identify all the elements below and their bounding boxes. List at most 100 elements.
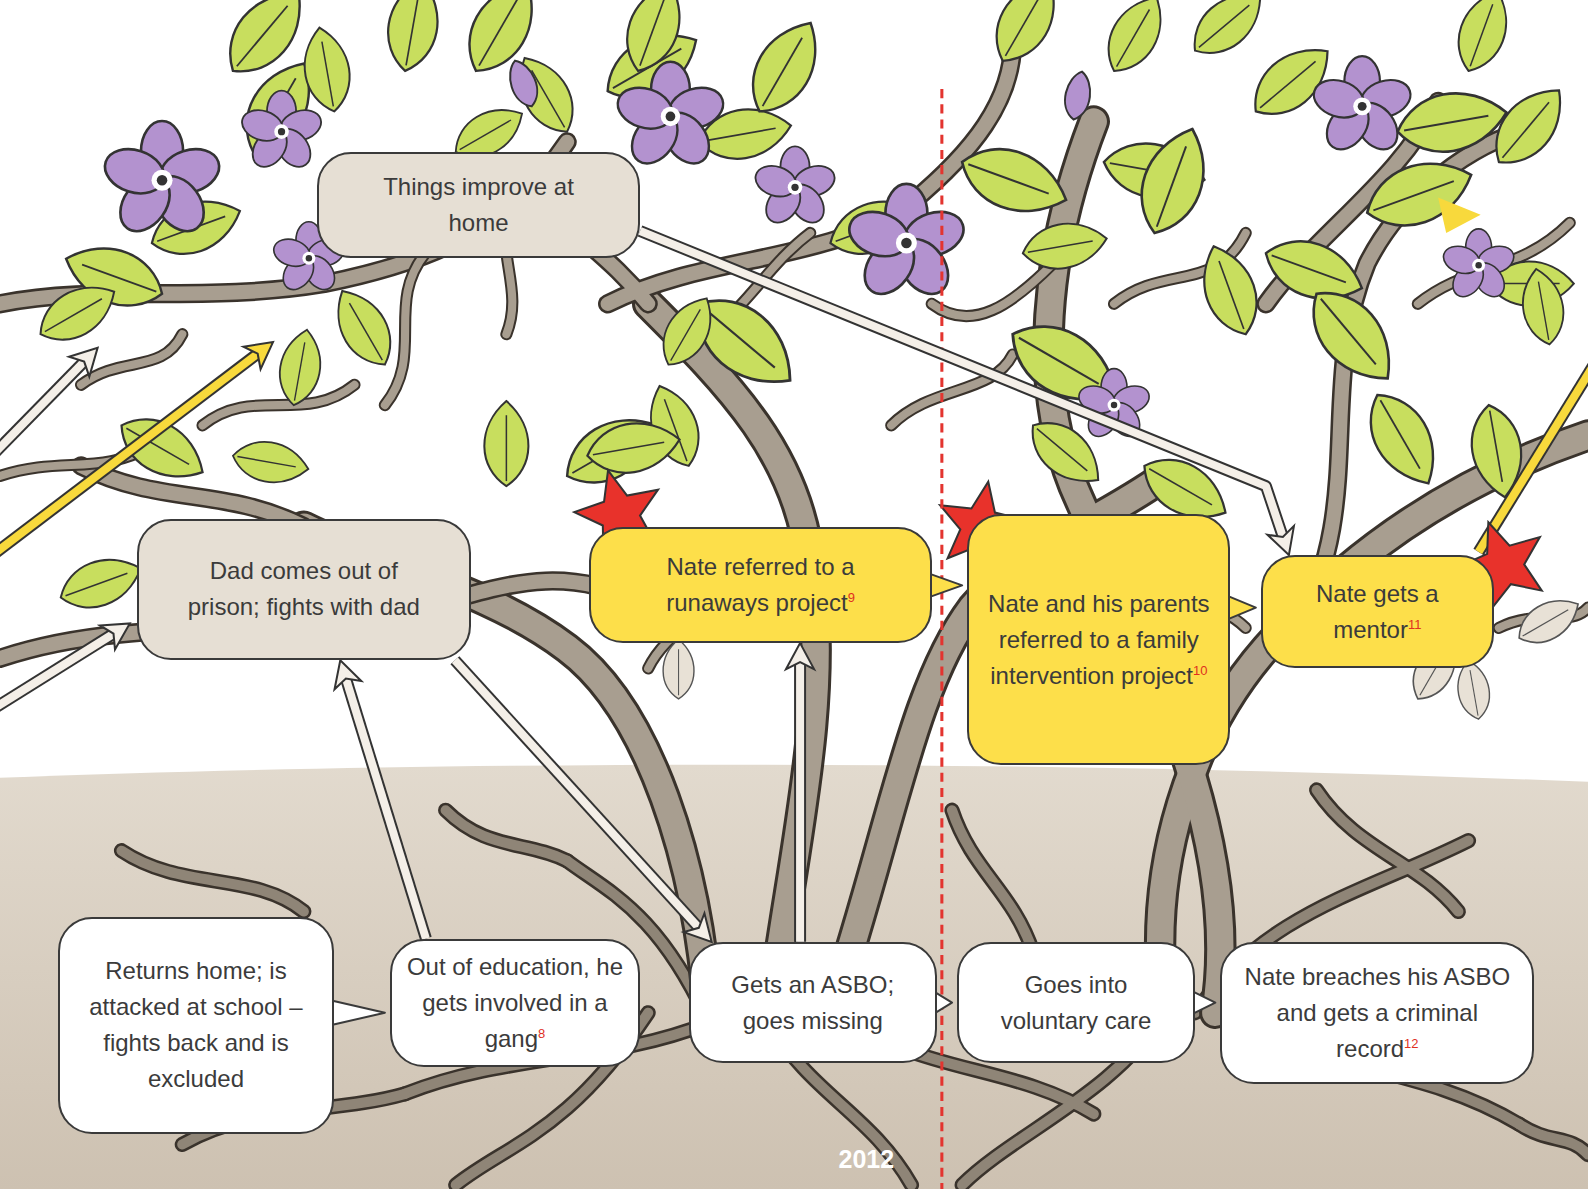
bubble-tail [328,1000,385,1026]
leaf [651,288,724,374]
flower [612,62,728,172]
leaf [1019,217,1110,275]
text-line: Returns home; is attacked at school – fi… [76,953,316,1097]
flower [238,91,325,174]
footnote-number: 9 [848,590,855,605]
leaf [229,436,311,488]
event-bubble: Returns home; is attacked at school – fi… [58,917,334,1135]
arrow-outline [794,655,806,942]
tree-roots [122,790,1588,1185]
flower [844,184,970,304]
leaf [583,416,684,480]
flower [751,146,838,229]
leaf [1191,238,1269,343]
arrow-connector [800,655,801,942]
leaf [663,639,694,699]
node-text: Nate referred to a runaways project [666,553,854,616]
node-text: Nate gets a mentor [1316,580,1439,643]
node-text: Nate breaches his ASBO and gets a crimin… [1245,963,1510,1062]
leaf [1517,265,1569,347]
leaf [274,326,326,408]
node-text: Nate and his parents referred to a famil… [988,590,1209,689]
pointer-arrow [1479,354,1588,551]
pointer-arrow [0,356,89,457]
leaf [952,135,1076,227]
text-line: Out of education, he gets involved in a … [406,949,624,1057]
event-bubble: Out of education, he gets involved in a … [390,939,640,1067]
pointer-arrow [0,630,120,711]
text-line: Nate breaches his ASBO and gets a crimin… [1238,959,1516,1067]
arrow-connector [344,672,426,939]
flower [99,121,225,241]
footnote-number: 11 [1408,617,1422,632]
arrow-line [640,231,1285,544]
node-text: Returns home; is attacked at school – fi… [89,957,302,1092]
leaf [982,0,1071,73]
text-line: Dad comes out of prison; fights with dad [175,553,433,625]
tree-branches [0,182,1588,668]
text-line: Gets an ASBO; goes missing [705,967,921,1039]
flower [504,56,544,110]
intervention-box: Nate and his parents referred to a famil… [967,514,1230,764]
year-label: 2012 [839,1145,895,1174]
text-line: Nate gets a mentor11 [1279,576,1476,648]
leaf [29,273,125,354]
tree-branches [0,182,1588,668]
event-box: Things improve at home [317,152,640,258]
leaf [1181,0,1274,68]
text-line: Goes into voluntary care [973,967,1179,1039]
tree-branches [304,122,1588,1023]
event-bubble: Gets an ASBO; goes missing [689,942,937,1064]
event-bubble: Nate breaches his ASBO and gets a crimin… [1220,942,1534,1084]
footnote-number: 10 [1193,663,1207,678]
event-bubble: Goes into voluntary care [957,942,1195,1064]
leaf [298,24,356,115]
arrow-connector [640,231,1285,544]
leaf [484,401,528,486]
leaf [1095,0,1176,82]
flower [1440,229,1517,303]
flower [1062,70,1094,122]
tree-roots [122,790,1588,1185]
leaf [29,0,1586,722]
footnote-number: 12 [1404,1036,1418,1051]
arrow-outline [640,231,1285,544]
text-line: Nate and his parents referred to a famil… [985,586,1212,694]
tree-branches [304,122,1588,1023]
leaf [737,10,834,125]
leaf [381,0,445,75]
arrow-line [344,672,426,939]
leaf [1510,589,1587,654]
leaf [1354,382,1451,497]
footnote-number: 8 [538,1026,545,1041]
arrow-line [455,660,704,933]
flower [99,56,1517,442]
pointer-arrow [0,630,120,711]
flower [1309,56,1415,157]
pointer-arrow [0,197,1588,710]
intervention-box: Nate referred to a runaways project9 [589,527,931,643]
text-line: Things improve at home [369,169,588,241]
node-text: Dad comes out of prison; fights with dad [188,557,420,620]
leaf [1448,0,1519,78]
node-text: Things improve at home [383,173,574,236]
tree-branches [0,41,1588,1023]
leaf [1480,75,1577,178]
node-text: Gets an ASBO; goes missing [731,971,894,1034]
pointer-arrow [1479,354,1588,551]
leaf [1357,148,1481,240]
leaf [1295,275,1410,397]
leaf [213,0,319,88]
intervention-box: Nate gets a mentor11 [1261,555,1494,668]
pointer-arrow [0,356,89,457]
leaf [323,280,404,376]
node-text: Out of education, he gets involved in a … [407,953,623,1052]
year-divider [940,89,943,1189]
arrow-outline [455,660,704,933]
event-box: Dad comes out of prison; fights with dad [137,519,471,661]
arrow-connector [455,660,704,933]
tree-roots [122,790,1588,1185]
node-text: Goes into voluntary care [1001,971,1152,1034]
pointer-arrow [1438,197,1481,232]
